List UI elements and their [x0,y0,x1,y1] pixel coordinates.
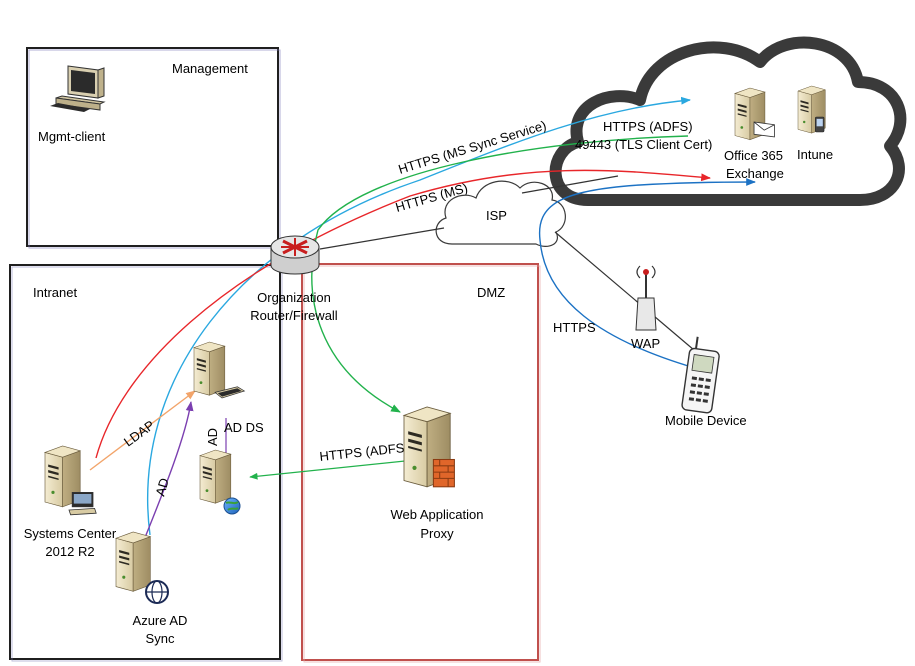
ldap-line [89,390,196,471]
adfs-server-icon [199,449,232,504]
dmz-zone-label: DMZ [477,285,505,300]
management-zone [26,47,279,247]
router-isp-link [319,227,445,250]
ad-ds-link-label: AD [205,428,220,446]
isp-label: ISP [486,208,507,223]
azure-ad-sync-server-icon [115,531,151,592]
systems-center-label-line1: Systems Center [24,526,117,541]
dmz-zone [301,263,539,661]
https-ms-line [95,169,711,459]
adfs-proxy-label: HTTPS (ADFS) [319,440,410,464]
router-label-line1: Organization [257,290,331,305]
office365-label-line2: Exchange [726,166,784,181]
azure-ad-sync-label-line1: Azure AD [133,613,188,628]
ad-sync-label: AD [152,476,171,497]
wireless-access-point-icon [635,265,657,331]
ldap-label: LDAP [121,417,157,449]
ad-ds-server-icon [193,341,246,399]
web-app-proxy-label-line2: Proxy [420,526,454,541]
adfs-cloud-proxy-line [311,135,689,413]
office365-server-icon [734,87,775,141]
workstation-icon [50,65,106,112]
isp-cloud-link [521,175,619,194]
mobile-device-label: Mobile Device [665,413,747,428]
office365-label-line1: Office 365 [724,148,783,163]
tls-client-cert-label: 49443 (TLS Client Cert) [575,137,712,152]
isp-cloud [435,180,566,247]
isp-mobile-link [554,231,695,351]
ad-ds-label: AD DS [224,420,264,435]
router-label-line2: Router/Firewall [250,308,338,323]
azure-ad-sync-label-line2: Sync [146,631,175,646]
globe-icon [223,497,241,515]
intune-server-icon [797,85,826,134]
router-icon [270,235,320,275]
sync-service-line [146,96,691,536]
web-app-proxy-server-icon [403,406,455,488]
mobile-https-line [538,178,756,369]
wap-label: WAP [631,336,660,351]
management-zone-label: Management [172,61,248,76]
adfs-proxy-ad-line [249,460,406,480]
ad-sync-line [141,401,194,546]
systems-center-label-line2: 2012 R2 [45,544,94,559]
intune-label: Intune [797,147,833,162]
mgmt-client-label: Mgmt-client [38,129,106,144]
intranet-zone-label: Intranet [33,285,77,300]
sync-service-label: HTTPS (MS Sync Service) [396,118,548,177]
systems-center-server-icon [44,445,97,516]
office365-cloud [549,36,907,206]
intranet-zone [9,264,281,660]
mobile-https-label: HTTPS [553,320,596,335]
adfs-top-label: HTTPS (ADFS) [603,119,693,134]
mobile-phone-icon [681,336,720,414]
web-app-proxy-label-line1: Web Application [391,507,484,522]
